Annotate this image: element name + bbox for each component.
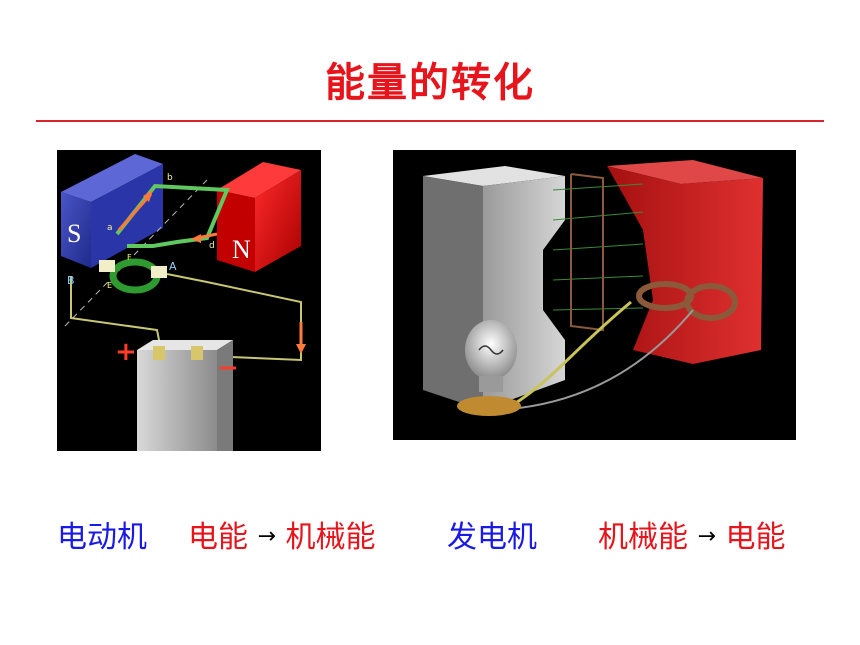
generator-diagram [423, 160, 763, 416]
battery-terminal-minus [191, 346, 203, 360]
generator-arrow-icon: → [697, 524, 716, 549]
label-A: A [169, 260, 177, 273]
minus-sign: − [217, 353, 239, 383]
bulb-filament [478, 345, 504, 355]
current-arrow-ab [117, 193, 153, 231]
red-magnet-body [607, 166, 763, 364]
bulb-neck [479, 376, 503, 392]
generator-illustration [393, 150, 796, 440]
arrowhead-d [191, 234, 201, 243]
motor-arrow-icon: → [257, 524, 276, 549]
n-magnet-top [217, 162, 301, 198]
rotation-axis [64, 179, 208, 327]
field-lines [552, 183, 644, 311]
gray-magnet-top [423, 166, 565, 186]
slip-ring-2 [684, 283, 738, 321]
generator-output-energy: 电能 [725, 520, 786, 555]
n-magnet-face [217, 190, 255, 272]
generator-input-energy: 机械能 [598, 520, 688, 555]
title-divider [36, 120, 824, 122]
coil-loop [115, 183, 230, 248]
s-magnet-top [61, 154, 163, 202]
s-magnet-front [61, 192, 91, 268]
label-E: E [107, 281, 112, 290]
arrowhead-ab [143, 190, 153, 202]
pole-n-label: N [232, 235, 251, 264]
battery-body [137, 350, 217, 451]
label-B: B [67, 274, 75, 287]
gray-magnet-front [423, 176, 483, 410]
motor-label: 电动机 [57, 520, 147, 555]
wire-gray [518, 309, 694, 409]
generator-conversion: 机械能 → 电能 [598, 512, 786, 556]
s-magnet-face [91, 164, 163, 268]
brush-right [151, 266, 167, 278]
label-b: b [167, 173, 173, 183]
motor-output-energy: 机械能 [285, 520, 376, 555]
arrowhead-right [296, 344, 306, 354]
brush-left [99, 260, 115, 272]
battery-terminal-plus [153, 346, 165, 360]
pole-s-label: S [67, 219, 81, 248]
page-title: 能量的转化 [325, 60, 535, 106]
wire-right [166, 273, 302, 362]
motor-conversion: 电能 → 机械能 [188, 512, 376, 556]
battery-side [217, 340, 233, 451]
bulb-base [457, 396, 521, 416]
motor-input-energy: 电能 [188, 520, 248, 555]
red-magnet-top [607, 160, 763, 184]
label-d: d [209, 241, 215, 251]
plus-sign: + [115, 337, 137, 367]
label-a: a [107, 223, 113, 233]
label-F: F [127, 253, 132, 262]
battery-top [137, 340, 233, 350]
wire-yellow [510, 300, 632, 408]
motor-diagram: S N b a d A B F E + [61, 154, 306, 451]
motor-illustration: S N b a d A B F E + [57, 150, 321, 451]
generator-label: 发电机 [447, 520, 537, 555]
commutator-ring [109, 258, 161, 294]
coil-frame [570, 173, 604, 332]
n-magnet-side [255, 170, 301, 272]
